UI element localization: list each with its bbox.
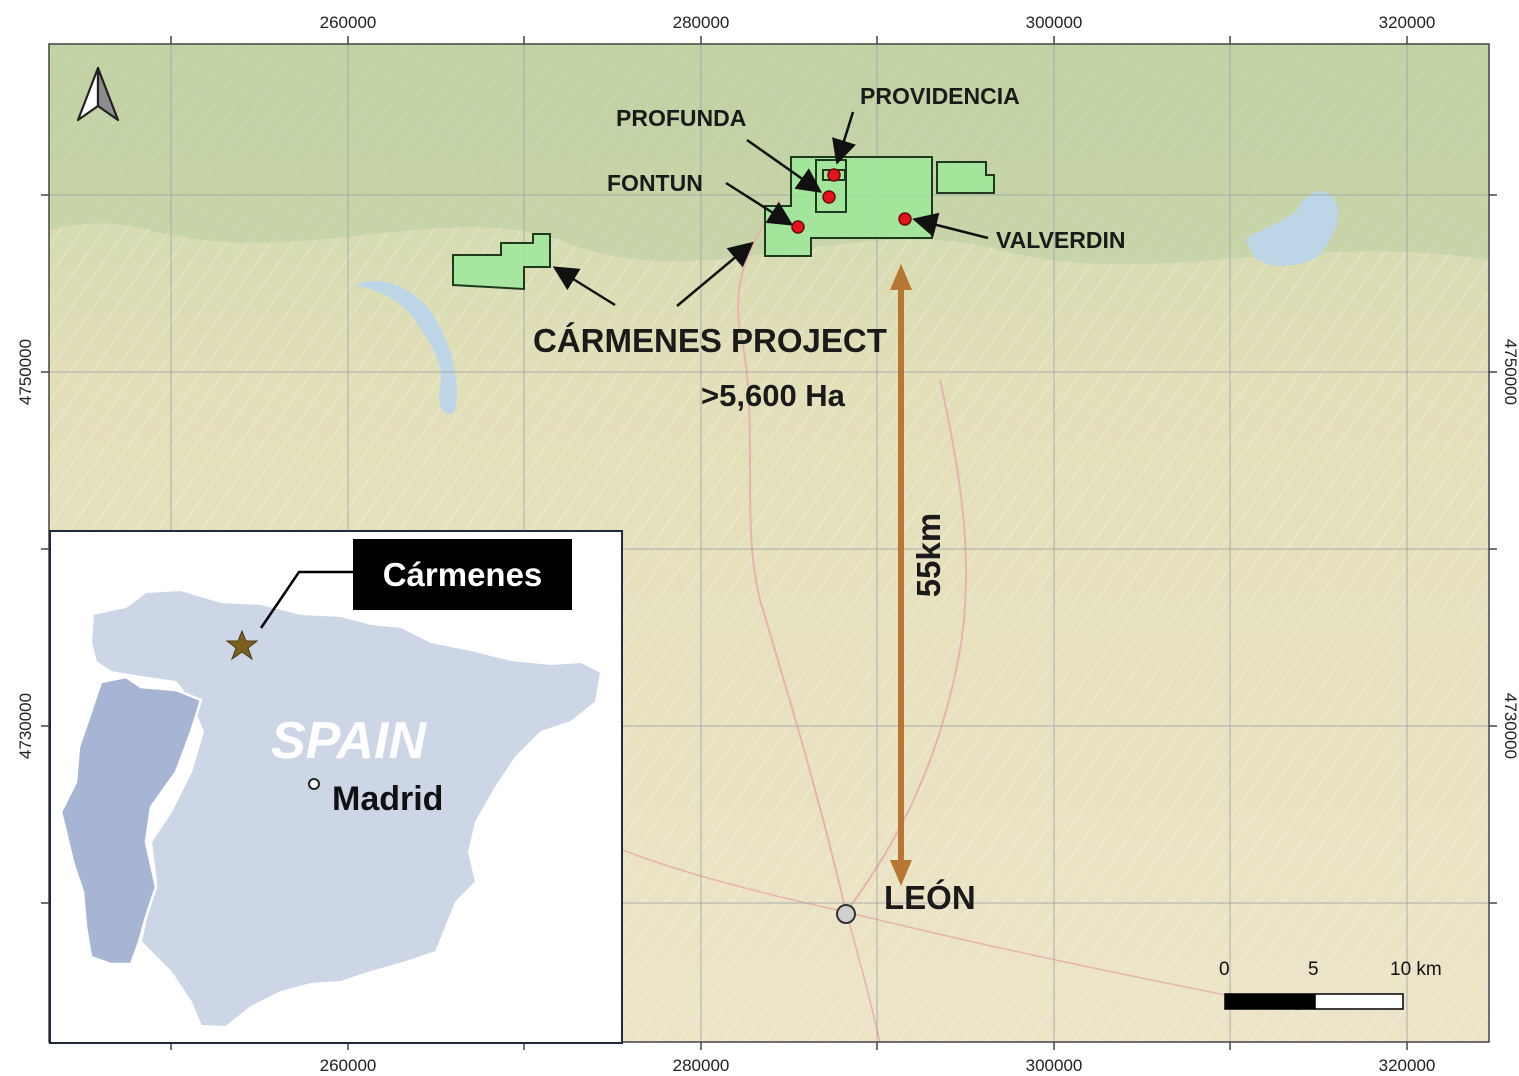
leader-project-main bbox=[676, 241, 754, 307]
scale-label-5: 5 bbox=[1308, 959, 1319, 980]
road bbox=[845, 379, 968, 913]
callout-label: Cármenes bbox=[382, 555, 543, 593]
leader-valverdin bbox=[912, 212, 989, 240]
callout-leader bbox=[259, 570, 355, 629]
leader-fontun bbox=[725, 181, 794, 226]
scale-bar bbox=[1224, 993, 1404, 1010]
callout-carmenes: Cármenes bbox=[353, 539, 572, 610]
inset-map: SPAIN Madrid bbox=[49, 530, 623, 1044]
location-star-icon bbox=[225, 629, 259, 661]
city-marker-leon bbox=[836, 904, 856, 924]
deposit-dot-fontun bbox=[791, 220, 805, 234]
capital-dot-icon bbox=[308, 778, 320, 790]
claim-block-east bbox=[936, 161, 995, 194]
reservoir-east bbox=[1245, 190, 1339, 266]
label-distance: 55km bbox=[910, 512, 947, 598]
reservoir-west bbox=[355, 281, 458, 414]
label-fontun: FONTUN bbox=[607, 170, 703, 196]
spain-shape bbox=[89, 588, 603, 1029]
easting-label-bottom: 320000 bbox=[1378, 1056, 1436, 1075]
leader-providencia bbox=[832, 111, 856, 165]
easting-label-bottom: 260000 bbox=[319, 1056, 377, 1075]
northing-label-left: 4730000 bbox=[16, 692, 35, 760]
label-city-leon: LEÓN bbox=[884, 879, 976, 916]
label-country: SPAIN bbox=[271, 712, 428, 770]
leader-lines bbox=[552, 111, 989, 307]
label-project-area: >5,600 Ha bbox=[701, 378, 845, 413]
label-valverdin: VALVERDIN bbox=[996, 227, 1126, 253]
leader-profunda bbox=[746, 138, 823, 193]
label-profunda: PROFUNDA bbox=[616, 105, 747, 131]
northing-label-right: 4730000 bbox=[1501, 692, 1519, 760]
easting-label-top: 320000 bbox=[1378, 13, 1436, 32]
deposit-dot-providencia bbox=[827, 168, 841, 182]
northing-label-left: 4750000 bbox=[16, 338, 35, 406]
portugal-shape bbox=[59, 675, 203, 966]
scale-label-10km: 10 km bbox=[1390, 959, 1442, 980]
easting-label-top: 280000 bbox=[672, 13, 730, 32]
claim-block-west bbox=[452, 233, 551, 291]
inset-svg: SPAIN Madrid bbox=[59, 570, 603, 1029]
road bbox=[737, 199, 847, 913]
easting-label-top: 300000 bbox=[1025, 13, 1083, 32]
northing-label-right: 4750000 bbox=[1501, 338, 1519, 406]
north-arrow-icon bbox=[76, 66, 120, 122]
label-project-name: CÁRMENES PROJECT bbox=[533, 322, 887, 359]
easting-label-bottom: 300000 bbox=[1025, 1056, 1083, 1075]
easting-label-bottom: 280000 bbox=[672, 1056, 730, 1075]
easting-label-top: 260000 bbox=[319, 13, 377, 32]
deposit-dot-profunda bbox=[822, 190, 836, 204]
label-providencia: PROVIDENCIA bbox=[860, 83, 1020, 109]
label-capital: Madrid bbox=[332, 780, 443, 818]
deposit-dot-valverdin bbox=[898, 212, 912, 226]
leader-project-west bbox=[552, 266, 616, 307]
distance-arrow bbox=[890, 264, 912, 886]
scale-label-0: 0 bbox=[1219, 959, 1230, 980]
deposit-markers bbox=[791, 168, 912, 234]
